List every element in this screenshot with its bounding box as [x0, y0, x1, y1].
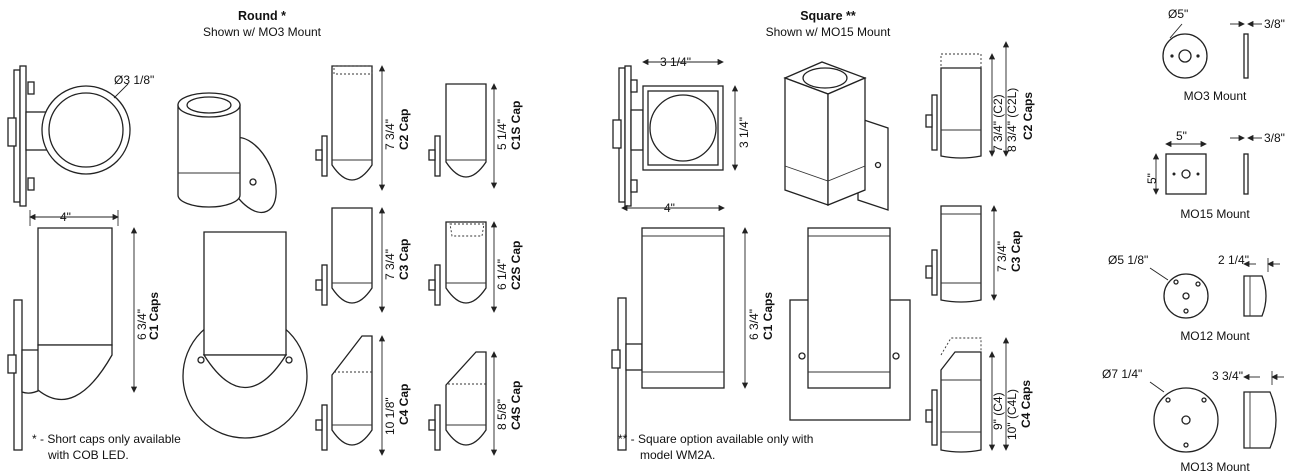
- mo15-width: 5": [1176, 129, 1187, 143]
- square-note-line2: model WM2A.: [640, 448, 715, 462]
- round-c2s-label: C2S Cap: [509, 241, 523, 290]
- square-title: Square **: [800, 9, 856, 23]
- mo13-mount: Ø7 1/4" 3 3/4" MO13 Mount: [1102, 367, 1284, 474]
- square-subtitle: Shown w/ MO15 Mount: [766, 25, 891, 39]
- round-front-view: [182, 231, 308, 439]
- round-c2s-dim: 6 1/4": [495, 259, 509, 290]
- mo12-depth: 2 1/4": [1218, 253, 1249, 267]
- round-iso-view: [177, 92, 277, 214]
- round-c2-label: C2 Cap: [397, 109, 411, 150]
- square-c2-dim2: 8 3/4" (C2L): [1005, 88, 1019, 152]
- round-c1-label: C1 Caps: [147, 292, 161, 340]
- square-width-label: 4": [664, 201, 675, 215]
- mo15-label: MO15 Mount: [1180, 207, 1250, 221]
- round-section: Round * Shown w/ MO3 Mount Ø3 1/8": [7, 9, 523, 462]
- square-c1-dim: 6 3/4": [747, 309, 761, 340]
- round-note-line2: with COB LED.: [47, 448, 129, 462]
- square-c3-label: C3 Cap: [1009, 231, 1023, 272]
- mo3-label: MO3 Mount: [1184, 89, 1247, 103]
- square-top-view: 3 1/4" 3 1/4": [612, 55, 751, 207]
- round-c3-label: C3 Cap: [397, 239, 411, 280]
- round-c1s-dim: 5 1/4": [495, 119, 509, 150]
- square-top-width: 3 1/4": [660, 55, 691, 69]
- mo13-label: MO13 Mount: [1180, 460, 1250, 474]
- square-c4-label: C4 Caps: [1019, 380, 1033, 428]
- mo13-depth: 3 3/4": [1212, 369, 1243, 383]
- round-c1s-cap: 5 1/4" C1S Cap: [428, 83, 523, 189]
- square-c4-dim1: 9" (C4): [991, 392, 1005, 430]
- round-subtitle: Shown w/ MO3 Mount: [203, 25, 322, 39]
- square-front-view: [789, 227, 911, 421]
- round-top-view: Ø3 1/8": [7, 65, 154, 207]
- round-c4s-cap: 8 5/8" C4S Cap: [428, 351, 523, 456]
- mounts-section: Ø5" 3/8" MO3 Mount 5" 5" 3/8": [1102, 7, 1285, 474]
- round-note-line1: * - Short caps only available: [32, 432, 181, 446]
- round-c2s-cap: 6 1/4" C2S Cap: [428, 221, 523, 313]
- mo12-label: MO12 Mount: [1180, 329, 1250, 343]
- square-note-line1: ** - Square option available only with: [618, 432, 813, 446]
- round-c4-label: C4 Cap: [397, 384, 411, 425]
- square-c4-caps: 9" (C4) 10" (C4L) C4 Caps: [925, 337, 1033, 453]
- mo15-mount: 5" 5" 3/8" MO15 Mount: [1145, 129, 1285, 221]
- round-c2-cap: 7 3/4" C2 Cap: [315, 65, 411, 191]
- square-c2-dim1: 7 3/4" (C2): [991, 94, 1005, 152]
- square-section: Square ** Shown w/ MO15 Mount 3 1/4" 3 1…: [611, 9, 1035, 462]
- mo3-mount: Ø5" 3/8" MO3 Mount: [1162, 7, 1285, 103]
- round-diameter-label: Ø3 1/8": [114, 73, 154, 87]
- square-c2-label: C2 Caps: [1021, 92, 1035, 140]
- square-c4-dim2: 10" (C4L): [1005, 389, 1019, 440]
- mo12-diameter: Ø5 1/8": [1108, 253, 1148, 267]
- square-c2-caps: 7 3/4" (C2) 8 3/4" (C2L) C2 Caps: [925, 41, 1035, 159]
- round-title: Round *: [238, 9, 286, 23]
- round-c3-cap: 7 3/4" C3 Cap: [315, 207, 411, 313]
- square-side-height: 3 1/4": [737, 117, 751, 148]
- round-c4-cap: 10 1/8" C4 Cap: [315, 335, 411, 456]
- round-c4s-dim: 8 5/8": [495, 399, 509, 430]
- square-c3-cap: 7 3/4" C3 Cap: [925, 205, 1023, 303]
- mo12-mount: Ø5 1/8" 2 1/4" MO12 Mount: [1108, 253, 1280, 343]
- round-c1-side-view: 4" 6 3/4" C1 Caps: [7, 210, 161, 451]
- round-c1s-label: C1S Cap: [509, 101, 523, 150]
- square-iso-view: [783, 61, 889, 211]
- round-c2-dim: 7 3/4": [383, 119, 397, 150]
- round-c1-dim: 6 3/4": [135, 309, 149, 340]
- mo15-thickness: 3/8": [1264, 131, 1285, 145]
- square-c1-label: C1 Caps: [761, 292, 775, 340]
- round-width-label: 4": [60, 210, 71, 224]
- square-c1-side-view: 4" 6 3/4" C1 Caps: [611, 201, 775, 451]
- mo13-diameter: Ø7 1/4": [1102, 367, 1142, 381]
- mo3-thickness: 3/8": [1264, 17, 1285, 31]
- round-c4s-label: C4S Cap: [509, 381, 523, 430]
- mo3-diameter: Ø5": [1168, 7, 1188, 21]
- square-c3-dim: 7 3/4": [995, 241, 1009, 272]
- mo15-height: 5": [1145, 173, 1159, 184]
- round-c3-dim: 7 3/4": [383, 249, 397, 280]
- round-c4-dim: 10 1/8": [383, 397, 397, 435]
